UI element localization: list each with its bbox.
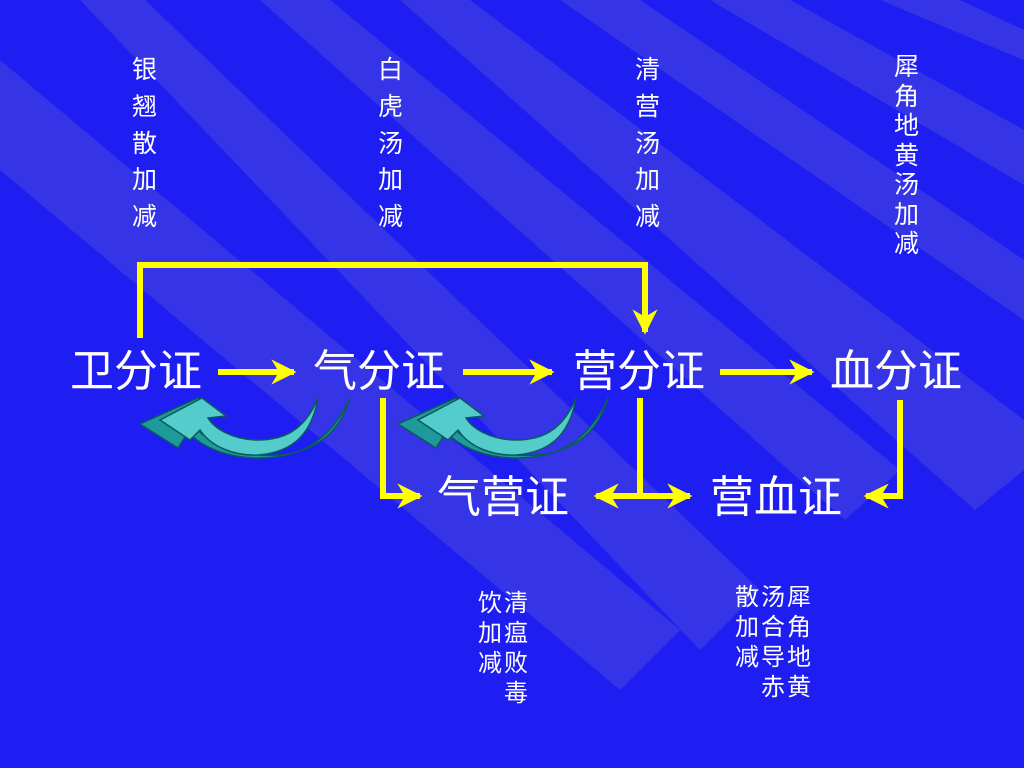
label-char: 减 [735, 643, 759, 671]
label-char: 犀 [894, 52, 920, 81]
arrow-xue-to-yingxue [863, 400, 903, 509]
stage-xue: 血分证 [830, 346, 962, 397]
label-char: 赤 [761, 673, 785, 701]
label-char: 减 [635, 202, 661, 231]
stage-qiying: 气营证 [437, 472, 569, 523]
label-char: 减 [132, 202, 158, 231]
label-char: 白 [378, 55, 404, 84]
reverse-arrow-qi-to-wei [138, 397, 351, 459]
arrow-qi-to-qiying [380, 398, 423, 509]
label-char: 加 [635, 165, 661, 195]
label-char: 角 [894, 81, 920, 111]
label-char: 翘 [132, 91, 158, 121]
label-char: 瘟 [504, 619, 528, 647]
label-char: 角 [787, 613, 811, 641]
label-char: 饮 [478, 589, 502, 617]
label-char: 汤 [894, 170, 920, 199]
label-char: 散 [132, 128, 158, 158]
label-char: 加 [378, 165, 404, 195]
label-char: 减 [478, 649, 502, 677]
label-char: 清 [635, 55, 661, 84]
label-char: 导 [761, 643, 785, 671]
stage-ying: 营分证 [573, 346, 705, 397]
label-char: 加 [478, 619, 502, 647]
label-char: 汤 [761, 583, 785, 611]
label-char: 散 [735, 583, 759, 611]
label-char: 汤 [378, 128, 404, 158]
prescription-baihu: 白虎汤加减 [378, 52, 403, 236]
label-char: 减 [894, 229, 920, 258]
label-char: 犀 [787, 583, 811, 611]
label-char: 败 [504, 649, 528, 677]
prescription-yinqiao: 银翘散加减 [132, 52, 157, 236]
label-char: 黄 [894, 140, 920, 170]
label-char: 汤 [635, 128, 661, 158]
stage-yingxue: 营血证 [710, 472, 842, 523]
label-char: 毒 [504, 679, 528, 707]
label-char: 黄 [787, 673, 811, 701]
label-char: 减 [378, 202, 404, 231]
prescription-xijiao-combo: 犀角地黄汤合导赤散加减 [735, 582, 811, 702]
prescription-qingwen: 清瘟败毒饮加减 [478, 588, 528, 708]
label-column: 清瘟败毒 [504, 588, 528, 708]
label-char: 加 [132, 165, 158, 195]
label-char: 合 [761, 613, 785, 641]
label-column: 饮加减 [478, 588, 502, 708]
reverse-arrow-ying-to-qi [396, 397, 609, 459]
arrow-ying-to-yingxue [637, 398, 693, 509]
label-char: 地 [894, 111, 920, 140]
arrow-wei-to-ying-loop [137, 262, 658, 338]
label-column: 犀角地黄 [787, 582, 811, 702]
label-char: 地 [787, 643, 811, 671]
label-char: 清 [504, 589, 528, 617]
label-column: 汤合导赤 [761, 582, 785, 702]
prescription-xijiao: 犀角地黄汤加减 [894, 52, 919, 259]
label-column: 散加减 [735, 582, 759, 702]
label-char: 加 [894, 199, 920, 229]
label-char: 银 [132, 55, 158, 84]
prescription-qingying: 清营汤加减 [635, 52, 660, 236]
stage-wei: 卫分证 [70, 346, 202, 397]
label-char: 营 [635, 91, 661, 121]
label-char: 加 [735, 613, 759, 641]
label-char: 虎 [378, 91, 404, 121]
stage-qi: 气分证 [313, 346, 445, 397]
